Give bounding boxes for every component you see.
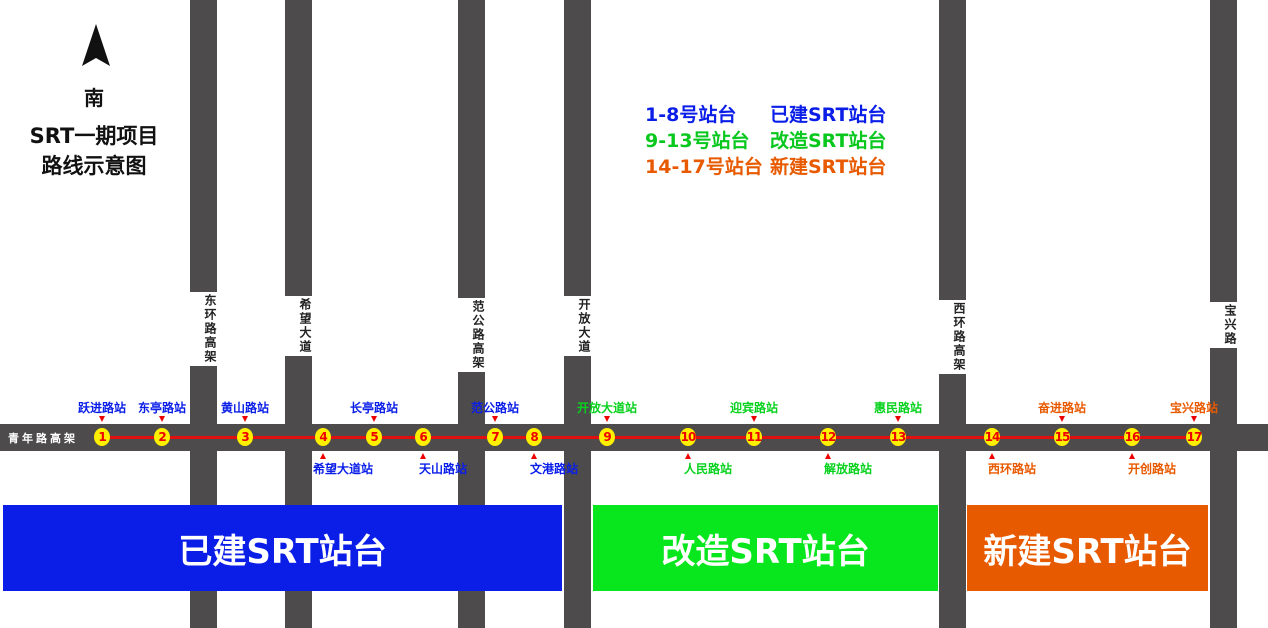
station-marker[interactable]: 13 <box>890 428 906 446</box>
station-label: 开创路站 <box>1127 462 1177 476</box>
cross-road-label: 开放大道 <box>564 296 591 356</box>
zone-built: 已建SRT站台 <box>3 505 562 591</box>
station-marker[interactable]: 2 <box>154 428 170 446</box>
legend-range: 1-8号站台 <box>645 104 737 126</box>
station-marker[interactable]: 9 <box>599 428 615 446</box>
station-marker[interactable]: 14 <box>984 428 1000 446</box>
station-pointer-icon <box>685 453 691 459</box>
station-pointer-icon <box>159 416 165 422</box>
north-arrow-icon <box>82 24 110 66</box>
station-pointer-icon <box>895 416 901 422</box>
station-marker[interactable]: 15 <box>1054 428 1070 446</box>
map-title-line2: 路线示意图 <box>41 154 147 178</box>
station-label: 宝兴路站 <box>1169 401 1219 415</box>
legend-type: 新建SRT站台 <box>770 156 887 178</box>
station-label: 西环路站 <box>987 462 1037 476</box>
station-marker[interactable]: 7 <box>487 428 503 446</box>
station-pointer-icon <box>1191 416 1197 422</box>
cross-road-label: 西环路高架 <box>939 300 966 374</box>
station-pointer-icon <box>99 416 105 422</box>
station-label: 文港路站 <box>529 462 579 476</box>
main-road-label: 青年路高架 <box>8 432 78 445</box>
station-label: 解放路站 <box>823 462 873 476</box>
legend-range: 14-17号站台 <box>645 156 763 178</box>
station-label: 人民路站 <box>683 462 733 476</box>
station-marker[interactable]: 4 <box>315 428 331 446</box>
station-marker[interactable]: 3 <box>237 428 253 446</box>
station-marker[interactable]: 6 <box>415 428 431 446</box>
compass-label: 南 <box>84 86 104 110</box>
station-pointer-icon <box>604 416 610 422</box>
zone-new: 新建SRT站台 <box>967 505 1208 591</box>
station-pointer-icon <box>1059 416 1065 422</box>
zone-renovated: 改造SRT站台 <box>593 505 938 591</box>
station-marker[interactable]: 11 <box>746 428 762 446</box>
station-pointer-icon <box>825 453 831 459</box>
station-pointer-icon <box>531 453 537 459</box>
cross-road-label: 宝兴路 <box>1210 302 1237 348</box>
station-label: 跃进路站 <box>77 401 127 415</box>
station-label: 开放大道站 <box>576 401 638 415</box>
station-pointer-icon <box>751 416 757 422</box>
station-pointer-icon <box>320 453 326 459</box>
station-pointer-icon <box>1129 453 1135 459</box>
station-marker[interactable]: 16 <box>1124 428 1140 446</box>
station-pointer-icon <box>420 453 426 459</box>
station-label: 惠民路站 <box>873 401 923 415</box>
station-pointer-icon <box>371 416 377 422</box>
station-label: 长亭路站 <box>349 401 399 415</box>
station-pointer-icon <box>242 416 248 422</box>
station-marker[interactable]: 17 <box>1186 428 1202 446</box>
station-label: 迎宾路站 <box>729 401 779 415</box>
cross-road-label: 希望大道 <box>285 296 312 356</box>
station-label: 希望大道站 <box>312 462 374 476</box>
station-pointer-icon <box>492 416 498 422</box>
legend-type: 改造SRT站台 <box>770 130 887 152</box>
cross-road-label: 东环路高架 <box>190 292 217 366</box>
legend-range: 9-13号站台 <box>645 130 750 152</box>
station-marker[interactable]: 12 <box>820 428 836 446</box>
cross-road-label: 范公路高架 <box>458 298 485 372</box>
station-label: 奋进路站 <box>1037 401 1087 415</box>
station-marker[interactable]: 10 <box>680 428 696 446</box>
station-pointer-icon <box>989 453 995 459</box>
station-marker[interactable]: 8 <box>526 428 542 446</box>
station-marker[interactable]: 5 <box>366 428 382 446</box>
station-label: 范公路站 <box>470 401 520 415</box>
station-marker[interactable]: 1 <box>94 428 110 446</box>
srt-route-line <box>100 436 1196 439</box>
station-label: 东亭路站 <box>137 401 187 415</box>
station-label: 天山路站 <box>418 462 468 476</box>
station-label: 黄山路站 <box>220 401 270 415</box>
legend-type: 已建SRT站台 <box>770 104 887 126</box>
map-title-line1: SRT一期项目 <box>29 124 159 148</box>
